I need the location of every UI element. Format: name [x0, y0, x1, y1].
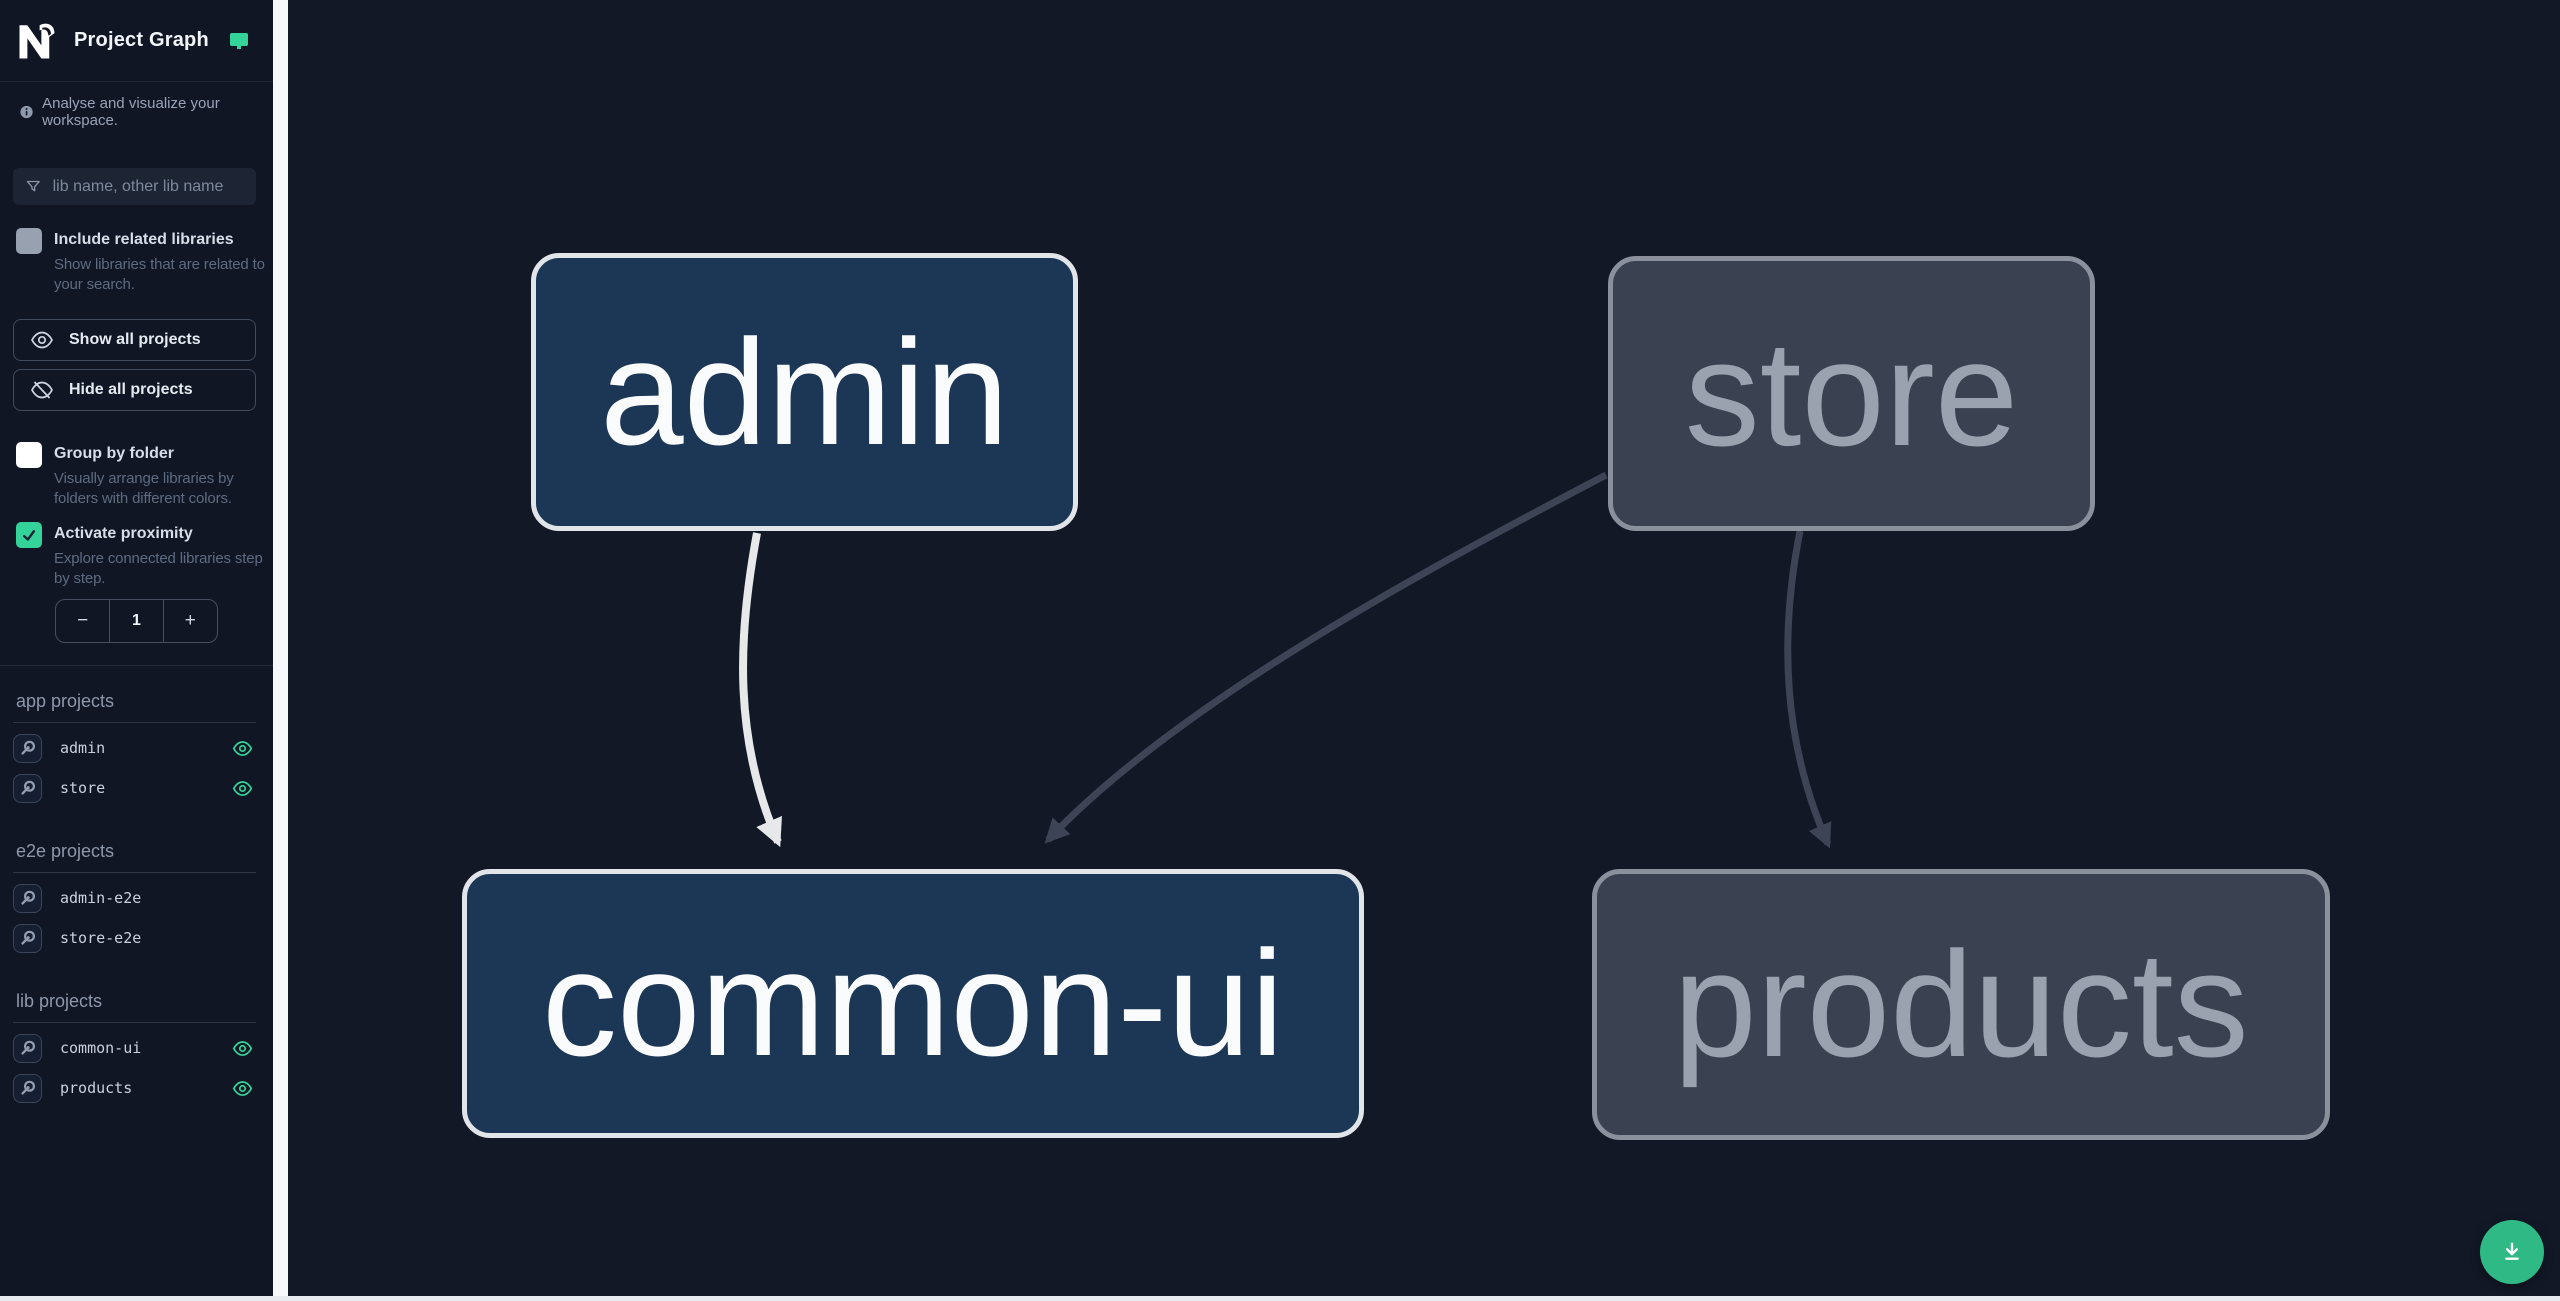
- group-by-folder-label: Group by folder: [54, 445, 174, 462]
- sidebar-scrollbar[interactable]: [273, 0, 288, 1301]
- show-all-projects-label: Show all projects: [69, 331, 201, 348]
- project-name: store: [60, 779, 106, 797]
- focus-magnifier-icon: [20, 890, 35, 905]
- graph-node-common-ui[interactable]: common-ui: [462, 869, 1364, 1138]
- filter-input-container: [13, 168, 256, 205]
- sidebar-divider: [0, 665, 273, 666]
- section-e2e-projects: e2e projects admin-e2e: [13, 841, 256, 953]
- project-name: common-ui: [60, 1039, 142, 1057]
- focus-project-button[interactable]: [13, 1073, 42, 1103]
- toggle-visibility-button[interactable]: [232, 1038, 253, 1059]
- edge-admin-to-common-ui: [739, 532, 782, 848]
- section-lib-projects: lib projects common-ui: [13, 991, 256, 1103]
- graph-node-admin[interactable]: admin: [531, 253, 1078, 531]
- proximity-decrement-button[interactable]: −: [56, 600, 109, 642]
- group-by-folder-checkbox[interactable]: [16, 442, 42, 468]
- activate-proximity-description: Explore connected libraries step by step…: [54, 550, 263, 587]
- activate-proximity-checkbox[interactable]: [16, 522, 42, 548]
- activate-proximity-label: Activate proximity: [54, 525, 193, 542]
- focus-project-button[interactable]: [13, 883, 42, 913]
- monitor-icon: [230, 32, 248, 49]
- workspace-info-row: Analyse and visualize your workspace.: [0, 95, 273, 129]
- include-related-setting: Include related libraries Show libraries…: [16, 227, 265, 295]
- project-row-store: store: [13, 773, 256, 803]
- monitor-toggle-button[interactable]: [227, 29, 251, 53]
- download-image-button[interactable]: [2480, 1220, 2544, 1284]
- hide-all-projects-button[interactable]: Hide all projects: [13, 369, 256, 411]
- filter-input[interactable]: [52, 177, 244, 196]
- project-row-common-ui: common-ui: [13, 1033, 256, 1063]
- hide-all-projects-label: Hide all projects: [69, 381, 193, 398]
- project-name: admin-e2e: [60, 889, 142, 907]
- graph-node-products[interactable]: products: [1592, 869, 2330, 1140]
- proximity-value: 1: [109, 600, 164, 642]
- workspace-subtitle: Analyse and visualize your workspace.: [42, 95, 220, 129]
- edge-store-to-products: [1784, 530, 1832, 849]
- focus-magnifier-icon: [20, 930, 35, 945]
- section-heading: e2e projects: [13, 841, 256, 873]
- focus-magnifier-icon: [20, 740, 35, 755]
- section-heading: app projects: [13, 691, 256, 723]
- include-related-label: Include related libraries: [54, 231, 234, 248]
- project-row-admin-e2e: admin-e2e: [13, 883, 256, 913]
- toggle-visibility-button[interactable]: [232, 778, 253, 799]
- graph-node-store[interactable]: store: [1608, 256, 2095, 531]
- focus-project-button[interactable]: [13, 733, 42, 763]
- focus-project-button[interactable]: [13, 923, 42, 953]
- group-by-folder-description: Visually arrange libraries by folders wi…: [54, 470, 234, 507]
- toggle-visibility-button[interactable]: [232, 738, 253, 759]
- project-name: admin: [60, 739, 106, 757]
- focus-magnifier-icon: [20, 780, 35, 795]
- include-related-checkbox[interactable]: [16, 228, 42, 254]
- project-row-products: products: [13, 1073, 256, 1103]
- eye-icon: [31, 331, 53, 349]
- graph-canvas[interactable]: admin store common-ui products: [288, 0, 2560, 1301]
- page-title: Project Graph: [74, 29, 209, 51]
- sidebar-header: Project Graph: [0, 0, 273, 82]
- checkmark-icon: [22, 530, 36, 541]
- include-related-description: Show libraries that are related to your …: [54, 256, 265, 293]
- toggle-visibility-button[interactable]: [232, 1078, 253, 1099]
- eye-icon: [232, 740, 253, 756]
- focus-project-button[interactable]: [13, 773, 42, 803]
- proximity-increment-button[interactable]: +: [164, 600, 217, 642]
- nx-logo-icon: [19, 23, 55, 58]
- funnel-icon: [26, 180, 40, 192]
- proximity-stepper: − 1 +: [55, 599, 218, 643]
- activate-proximity-setting: Activate proximity Explore connected lib…: [16, 521, 263, 589]
- focus-magnifier-icon: [20, 1040, 35, 1055]
- group-by-folder-setting: Group by folder Visually arrange librari…: [16, 441, 256, 509]
- project-name: products: [60, 1079, 133, 1097]
- project-row-admin: admin: [13, 733, 256, 763]
- eye-icon: [232, 1080, 253, 1096]
- section-heading: lib projects: [13, 991, 256, 1023]
- sidebar: Project Graph Analyse and visualize your…: [0, 0, 273, 1301]
- eye-off-icon: [31, 381, 53, 399]
- project-name: store-e2e: [60, 929, 142, 947]
- download-icon: [2505, 1242, 2519, 1260]
- project-row-store-e2e: store-e2e: [13, 923, 256, 953]
- edge-store-to-common-ui: [1044, 471, 1608, 844]
- info-icon: [20, 105, 33, 119]
- show-all-projects-button[interactable]: Show all projects: [13, 319, 256, 361]
- focus-magnifier-icon: [20, 1080, 35, 1095]
- focus-project-button[interactable]: [13, 1033, 42, 1063]
- horizontal-scrollbar[interactable]: [0, 1296, 2560, 1301]
- section-app-projects: app projects admin: [13, 691, 256, 803]
- eye-icon: [232, 780, 253, 796]
- eye-icon: [232, 1040, 253, 1056]
